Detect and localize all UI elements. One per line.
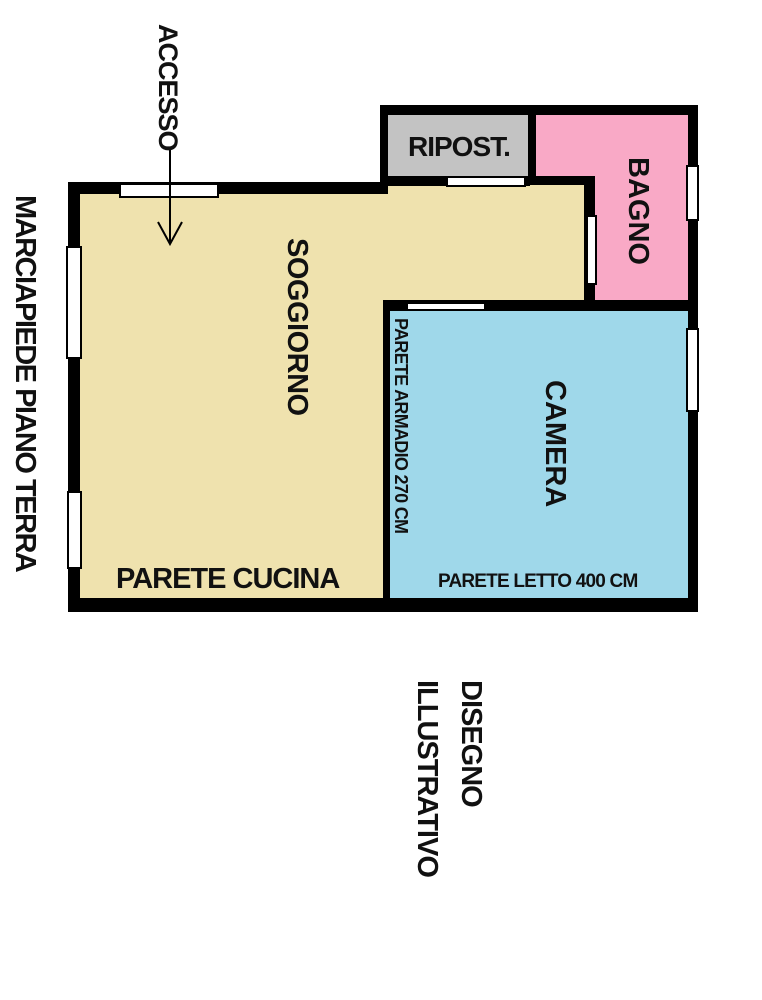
window-soggiorno — [66, 246, 82, 359]
room-soggiorno — [78, 192, 386, 602]
label-disegno: DISEGNO — [455, 680, 487, 807]
window-camera — [686, 328, 699, 412]
wall — [528, 176, 592, 185]
wall — [380, 105, 388, 185]
label-ripostiglio: RIPOST. — [408, 131, 511, 162]
label-accesso: ACCESSO — [153, 24, 183, 151]
wall — [383, 300, 390, 605]
door-camera — [406, 302, 486, 311]
wall — [68, 182, 388, 194]
door-bagno — [586, 215, 597, 285]
label-bagno: BAGNO — [622, 157, 654, 265]
label-marciapiede: MARCIAPIEDE PIANO TERRA — [9, 195, 41, 572]
window-bagno — [686, 165, 699, 221]
label-camera: CAMERA — [539, 380, 571, 508]
room-camera — [388, 310, 690, 602]
room-soggiorno-notch — [534, 184, 588, 304]
room-ripostiglio — [386, 114, 534, 178]
window — [446, 176, 526, 187]
label-parete-cucina: PARETE CUCINA — [116, 563, 340, 595]
window-soggiorno — [67, 491, 82, 569]
label-illustrativo: ILLUSTRATIVO — [411, 680, 443, 877]
wall — [68, 598, 698, 612]
label-parete-armadio: PARETE ARMADIO 270 CM — [391, 318, 411, 534]
wall — [380, 105, 698, 115]
label-disegno-illustrativo: DISEGNO ILLUSTRATIVO — [405, 680, 493, 877]
label-soggiorno: SOGGIORNO — [281, 238, 313, 416]
arrow-down-icon — [157, 150, 183, 247]
label-parete-letto: PARETE LETTO 400 CM — [438, 571, 638, 592]
wall — [383, 300, 698, 311]
wall — [528, 112, 536, 184]
